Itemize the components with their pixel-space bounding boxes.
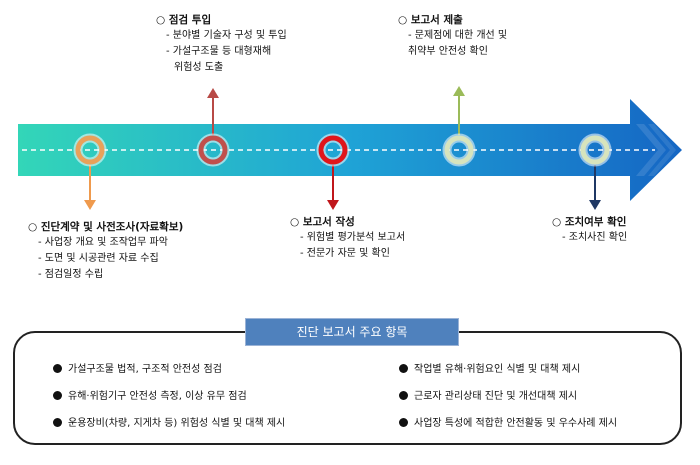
summary-item: 운용장비(차량, 지게차 등) 위험성 식별 및 대책 제시 [53, 417, 285, 431]
stage-contract-ring [75, 135, 105, 165]
stage-followup-label: ○ 조치여부 확인 - 조치사진 확인 [552, 214, 627, 246]
stage-contract-item: - 점검일정 수립 [38, 269, 104, 280]
summary-item-text: 작업별 유해·위험요인 식별 및 대책 제시 [414, 364, 581, 375]
summary-item: 사업장 특성에 적합한 안전활동 및 우수사례 제시 [399, 417, 617, 431]
bullet-icon [53, 418, 62, 427]
summary-item-text: 사업장 특성에 적합한 안전활동 및 우수사례 제시 [414, 418, 618, 429]
stage-contract-arrowhead [84, 200, 96, 210]
stage-report-writing-label: ○ 보고서 작성 - 위험별 평가분석 보고서 - 전문가 자문 및 확인 [290, 214, 405, 262]
stage-contract-item: - 사업장 개요 및 조작업무 파악 [38, 237, 168, 248]
stage-report-submit-title: ○ 보고서 제출 [398, 14, 463, 26]
stage-report-writing-item: - 전문가 자문 및 확인 [300, 248, 390, 259]
stage-report-writing-item: - 위험별 평가분석 보고서 [300, 232, 406, 243]
summary-item: 유해·위험기구 안전성 측정, 이상 유무 점검 [53, 390, 247, 404]
bullet-icon [53, 364, 62, 373]
stage-followup-ring [580, 135, 610, 165]
arrow-chevron-1 [636, 124, 666, 176]
stage-inspection-item: - 분야별 기술자 구성 및 투입 [166, 30, 287, 41]
stage-contract-title: ○ 진단계약 및 사전조사(자료확보) [28, 221, 184, 233]
summary-item: 근로자 관리상태 진단 및 개선대책 제시 [399, 390, 577, 404]
stage-inspection-item: - 가설구조물 등 대형재해 [166, 46, 272, 57]
stage-report-submit-item: 취약부 안전성 확인 [408, 46, 488, 57]
stage-followup-arrowhead [589, 200, 601, 210]
stage-report-submit-label: ○ 보고서 제출 - 문제점에 대한 개선 및 취약부 안전성 확인 [398, 12, 507, 60]
summary-item-text: 유해·위험기구 안전성 측정, 이상 유무 점검 [68, 391, 247, 402]
summary-item-text: 운용장비(차량, 지게차 등) 위험성 식별 및 대책 제시 [68, 418, 286, 429]
stage-inspection-ring [198, 135, 228, 165]
summary-item: 가설구조물 법적, 구조적 안전성 점검 [53, 363, 222, 377]
stage-followup-item: - 조치사진 확인 [562, 232, 628, 243]
stage-contract-label: ○ 진단계약 및 사전조사(자료확보) - 사업장 개요 및 조작업무 파악 -… [28, 219, 183, 283]
summary-item: 작업별 유해·위험요인 식별 및 대책 제시 [399, 363, 580, 377]
bullet-icon [399, 391, 408, 400]
stage-contract-item: - 도면 및 시공관련 자료 수집 [38, 253, 159, 264]
stage-inspection-item: 위험성 도출 [174, 62, 224, 73]
stage-inspection-label: ○ 점검 투입 - 분야별 기술자 구성 및 투입 - 가설구조물 등 대형재해… [156, 12, 287, 76]
stage-report-writing-ring [318, 135, 348, 165]
stage-report-writing-arrowhead [327, 200, 339, 210]
bullet-icon [399, 418, 408, 427]
bullet-icon [399, 364, 408, 373]
bullet-icon [53, 391, 62, 400]
arrow-chevron-2 [648, 124, 676, 176]
summary-box: 가설구조물 법적, 구조적 안전성 점검 유해·위험기구 안전성 측정, 이상 … [13, 331, 682, 445]
summary-item-text: 가설구조물 법적, 구조적 안전성 점검 [68, 364, 222, 375]
summary-title: 진단 보고서 주요 항목 [245, 318, 459, 346]
stage-inspection-arrowhead [207, 88, 219, 98]
stage-followup-title: ○ 조치여부 확인 [552, 216, 627, 228]
summary-item-text: 근로자 관리상태 진단 및 개선대책 제시 [414, 391, 578, 402]
stage-report-submit-item: - 문제점에 대한 개선 및 [408, 30, 508, 41]
stage-report-submit-arrowhead [453, 86, 465, 96]
stage-inspection-title: ○ 점검 투입 [156, 14, 212, 26]
stage-report-submit-ring [444, 135, 474, 165]
stage-report-writing-title: ○ 보고서 작성 [290, 216, 355, 228]
